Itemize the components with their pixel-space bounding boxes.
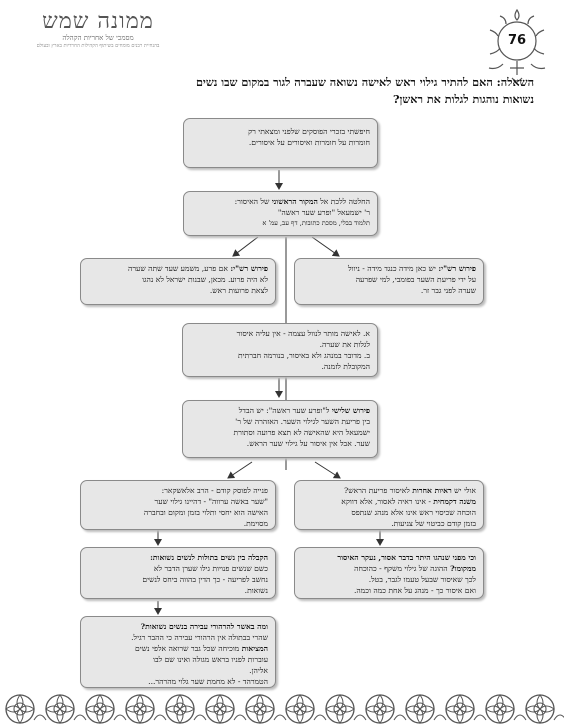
box-text: האישה הוא יחסי ותלוי בזמן ומקום ובחברה: [143, 508, 268, 517]
flow-box-third-interpretation: פירוש שלישי ל"ופרע שער ראשה": יש הבדל בי…: [182, 400, 378, 458]
question-heading: השאלה: האם להתיר גילוי ראש לאישה נשואה ש…: [30, 74, 534, 108]
box-text: שער. אבל אין איסור על גילוי שער הראש.: [246, 439, 370, 448]
box-text: עוברות לפניו בראש מגולה ואינו שם לבו: [153, 655, 268, 664]
box-text: ב. מדובר במנהג ולא באיסור, בנורמה חברתית: [237, 351, 370, 360]
flow-box-rashi-1: פירוש רש"י: יש כאן מידה כנגד מידה - ניוו…: [294, 258, 484, 305]
box-text: שערה לפני גבר זר.: [420, 286, 476, 295]
box-text: הטמרהד - לא מחמת שער גלוי מהרהר...: [148, 677, 268, 686]
flow-box-conclusions: א. לאישה מותר לנוול עצמה - אין עליה איסו…: [182, 323, 378, 377]
box-text: א. לאישה מותר לנוול עצמה - אין עליה איסו…: [236, 329, 370, 338]
box-text: וכי מפני שנהגו היתר בדבר אסור, נעקר האיס…: [337, 553, 476, 562]
box-text: חומרות על חומרות ואיסורים על איסורים.: [248, 138, 370, 147]
flow-box-maidens-comparison: הקבלה בין נשים בתולות לנשים נשואות: כשם …: [80, 547, 276, 599]
box-text: פירוש רש"י: יש כאן מידה כנגד מידה - ניוו…: [348, 264, 476, 273]
box-text: לא היה פרוע. מכאן, שבנות ישראל לא נהגו: [142, 275, 268, 284]
logo-title: ממונה שמש: [42, 9, 154, 34]
flow-box-custom-prohibition: וכי מפני שנהגו היתר בדבר אסור, נעקר האיס…: [294, 547, 484, 599]
box-text: ר' ישמעאל "ופרע שער ראשה": [277, 208, 370, 217]
flow-box-other-proofs: אולי יש ראיות אחרות לאיסור פריעת הראש? מ…: [294, 480, 484, 530]
question-line-1: השאלה: האם להתיר גילוי ראש לאישה נשואה ש…: [195, 75, 534, 89]
question-line-2: נשואות נוהגות לגלות את ראשן?: [392, 92, 534, 106]
logo: ממונה שמש מסמכי של אחריות הקהלה בהנחיית …: [18, 10, 178, 54]
flow-box-original-source: החלטה ללכת אל המקור הראשוני של האיסור: ר…: [183, 191, 378, 236]
box-text: בין פריעת השער לגילוי השער. האזהרה של ר': [235, 417, 370, 426]
logo-subtitle: מסמכי של אחריות הקהלה: [62, 34, 134, 42]
box-text: ומה באשר להרהורי עבירה בנשים נשואות?: [140, 622, 268, 631]
box-source-citation: תלמוד בבלי, מסכת כתובות, דף עב, עמ' א: [262, 219, 370, 227]
box-text: לגלות את שערה.: [319, 340, 370, 349]
arrow-b6-b7: [314, 461, 341, 479]
box-text: ישמעאל היא שהאישה לא תצא פרועה וסתורת: [233, 428, 370, 437]
box-text: לצאת פרועות ראש.: [209, 286, 268, 295]
arrow-b2-b3: [311, 236, 340, 257]
page-number: 76: [507, 33, 527, 48]
box-text: אליהן.: [249, 666, 268, 675]
box-text: פירוש שלישי ל"ופרע שער ראשה": יש הבדל: [238, 406, 370, 415]
page-number-ornament-icon: [488, 8, 546, 82]
box-text: פנייה לפוסק קודם - הרב אלאשקאר:: [161, 486, 268, 495]
flow-box-search: חיפשתי בזכרי הפוסקים שלפני ומצאתי רק חומ…: [183, 118, 378, 168]
box-text: חיפשתי בזכרי הפוסקים שלפני ומצאתי רק: [248, 127, 370, 136]
box-text: על ידי פריעת השער בפומבי, למי שפרעה: [355, 275, 476, 284]
box-text: ממקומו? ההוגה של גילוי משקף - כהוכחה: [354, 564, 476, 573]
box-text: כשם שנשים פנויות גילו שערן הדבר לא: [153, 564, 268, 573]
box-text: נחשב לפריעה - כך הדין בהווה ביחס לנשים: [142, 575, 268, 584]
box-text: "שער באשה ערווה" - דהיינו גילוי שער: [154, 497, 268, 506]
box-text: הקבלה בין נשים בתולות לנשים נשואות:: [150, 553, 268, 562]
flow-box-rashi-2: פירוש רש"י: אם פרע, משמע שעד שתה שערה לא…: [80, 258, 276, 305]
box-text: נשואות.: [244, 586, 268, 595]
box-text: משנה דקמחית - אינו ראיה לאסור, אלא דווקא: [341, 497, 476, 506]
box-text: הוכחה שכיסוי ראש אינו אלא מנהג שנתפס: [351, 508, 476, 517]
logo-tagline: בהנחיית רבנים מומחים בשיתוף הקהילות החרד…: [36, 43, 160, 49]
box-text: אולי יש ראיות אחרות לאיסור פריעת הראש?: [344, 486, 476, 495]
box-text: ואם איסור כך - מנהג על אחת כמה וכמה.: [354, 586, 476, 595]
box-text: המקובלת לזמנה.: [321, 362, 370, 371]
arrow-b2-b4: [232, 236, 259, 257]
decorative-border-icon: [5, 694, 564, 724]
box-text: לכך שאיסור שבעל טעמו לגבר, בטל.: [368, 575, 476, 584]
box-text: בזמן קודם כביטוי של צניעות.: [391, 519, 476, 528]
arrow-b6-b8: [227, 461, 253, 479]
box-text: פירוש רש"י: אם פרע, משמע שעד שתה שערה: [127, 264, 268, 273]
box-text: החלטה ללכת אל המקור הראשוני של האיסור:: [234, 197, 370, 206]
box-text: המציאות מוכיחה שכל גבר שרואה אלפי נשים: [135, 644, 268, 653]
flow-box-rav-alashkar: פנייה לפוסק קודם - הרב אלאשקאר: "שער באש…: [80, 480, 276, 530]
flow-box-sinful-thoughts: ומה באשר להרהורי עבירה בנשים נשואות? שהר…: [80, 616, 276, 688]
box-text: שהרי בבתולה אין הרהורי עבירה כי ההבר רגי…: [131, 633, 268, 642]
box-text: מסוימת.: [243, 519, 268, 528]
